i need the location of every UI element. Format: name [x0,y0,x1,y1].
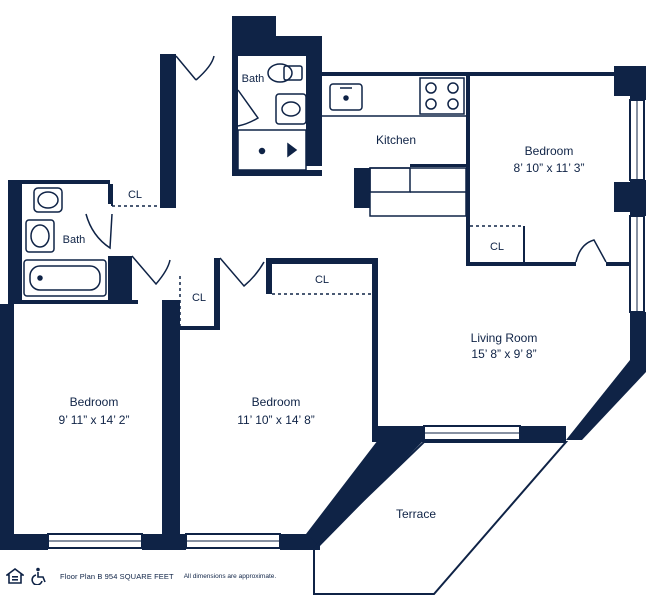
bath-left-label: Bath [63,234,86,246]
wheelchair-accessible-icon [31,567,46,585]
terrace-label: Terrace [396,507,436,521]
living-room-name: Living Room [471,331,538,345]
bedroom-right-dims: 8’ 10” x 11’ 3” [514,161,585,175]
toilet-left-icon [33,187,63,213]
bedroom-mid-name: Bedroom [252,395,301,409]
closet-openings [112,205,524,326]
bedroom-left-dims: 9’ 11” x 14’ 2” [59,413,130,427]
living-room-dims: 15’ 8” x 9’ 8” [471,347,536,361]
kitchen-sink-icon [329,83,363,111]
cl-hall-label: CL [128,189,142,201]
cl-mid-top-label: CL [315,274,329,286]
walls [0,16,646,550]
doors [85,55,607,288]
bedroom-mid-dims: 11’ 10” x 14’ 8” [237,413,315,427]
sink-left-icon [25,219,55,253]
window-mullions [48,100,638,542]
bedroom-left-name: Bedroom [70,395,119,409]
bathtub-icon [23,259,107,297]
cl-bedroom-right-label: CL [490,241,504,253]
sink-icon [275,93,307,125]
dimensions-note: All dimensions are approximate. [183,572,277,580]
plan-info: Floor Plan B 954 SQUARE FEET [60,571,174,581]
bath-top-label: Bath [242,73,265,85]
equal-housing-icon [6,568,24,584]
terrace-outline [313,441,569,595]
toilet-icon [283,65,303,81]
fixtures [23,63,467,297]
shower-icon [237,129,307,171]
kitchen-label: Kitchen [376,133,416,147]
bedroom-right-name: Bedroom [525,144,574,158]
closet-walls [111,184,525,264]
footer: Floor Plan B 954 SQUARE FEET All dimensi… [6,566,276,586]
stove-icon [419,77,465,115]
cl-mid-left-label: CL [192,292,206,304]
